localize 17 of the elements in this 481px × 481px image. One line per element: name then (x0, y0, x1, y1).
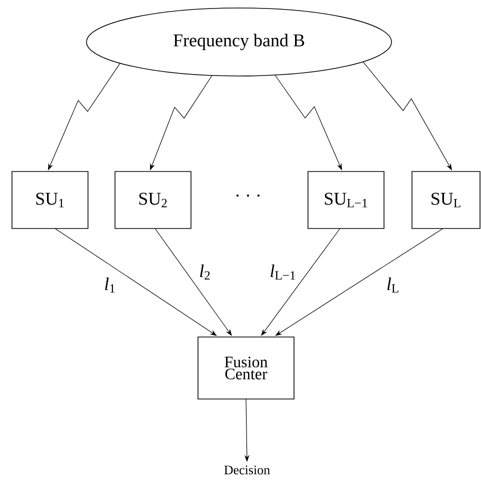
edge-label: l$_{L−1}$ (268, 263, 298, 281)
ellipse-node: Frequency band B (86, 8, 392, 76)
arrow (362, 62, 452, 170)
process-box: SU$_{2}$ (114, 171, 192, 229)
edge-label: l$_{1}$ (103, 276, 117, 294)
edge-label: l$_{2}$ (198, 263, 212, 281)
edge-label: l$_{L}$ (385, 276, 401, 294)
arrow (54, 228, 217, 336)
decision-text: Decision (224, 466, 270, 474)
arrow (261, 228, 340, 336)
process-box: SU$_{L}$ (412, 171, 480, 229)
ellipsis-dots: · · · (236, 194, 260, 197)
process-box: SU$_{L−1}$ (308, 171, 384, 229)
process-box: Fusion Center (198, 336, 294, 400)
process-box: SU$_{1}$ (12, 171, 88, 229)
arrow (275, 228, 444, 336)
arrow (154, 228, 232, 336)
